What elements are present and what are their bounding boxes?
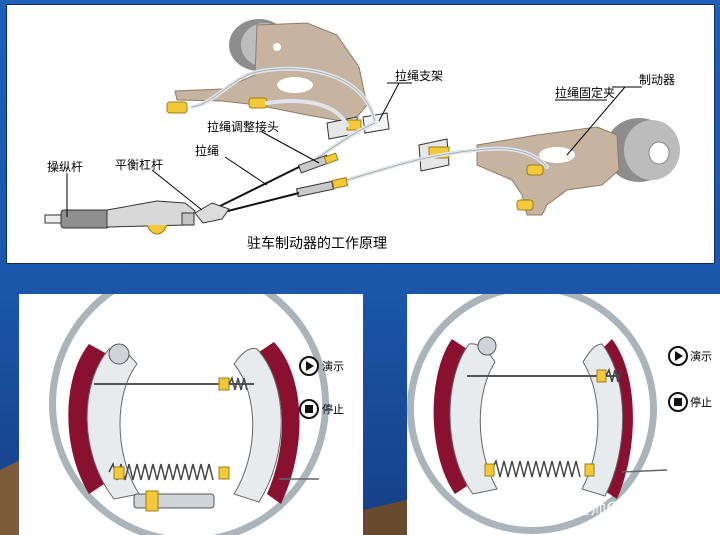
label-cable-bracket: 拉绳支架	[395, 68, 443, 83]
controls-left: 演示 停止	[299, 356, 344, 419]
left-clip-1	[166, 101, 188, 114]
spring-hook-left	[484, 463, 495, 477]
parking-cable-end	[621, 469, 668, 473]
upper-spring	[605, 367, 622, 383]
play-button[interactable]: 演示	[668, 346, 712, 366]
label-cable-clamp: 拉绳固定夹	[555, 85, 615, 100]
upper-spring	[228, 375, 248, 391]
parking-brake-diagram: 拉绳支架 制动器 拉绳固定夹 拉绳调整接头 拉绳 平衡杠杆 操纵杆 驻车制动器的…	[44, 19, 680, 252]
right-clip-1	[526, 164, 544, 176]
stop-icon	[305, 405, 313, 413]
parking-brake-diagram-panel: 拉绳支架 制动器 拉绳固定夹 拉绳调整接头 拉绳 平衡杠杆 操纵杆 驻车制动器的…	[6, 4, 715, 264]
label-cable-adjuster: 拉绳调整接头	[207, 119, 279, 134]
right-clip-2	[516, 199, 534, 211]
strut-nut	[596, 369, 607, 383]
right-plate-hole	[539, 147, 575, 163]
left-plate-hole	[277, 77, 313, 93]
black-cable-upper	[211, 166, 300, 211]
stop-label: 停止	[322, 402, 344, 416]
shoe-right	[233, 347, 282, 503]
lining-right	[259, 342, 300, 504]
spring-hook-right	[218, 466, 230, 480]
right-brake-drum	[605, 118, 680, 182]
hand-lever	[44, 200, 196, 235]
diagram-caption: 驻车制动器的工作原理	[247, 235, 387, 252]
drum-brake-applied-panel: 演示 停止 知乎 @工程师OnLine	[407, 294, 720, 535]
left-backing-plate	[174, 22, 368, 124]
lower-spring	[108, 461, 214, 481]
spring-hook-left	[113, 466, 125, 480]
stop-button[interactable]: 停止	[668, 392, 712, 412]
anchor-pin	[108, 343, 130, 365]
label-equalizer: 平衡杠杆	[115, 157, 163, 172]
label-brake: 制动器	[639, 73, 675, 87]
stop-label: 停止	[690, 395, 712, 409]
play-label: 演示	[690, 349, 712, 363]
left-plate-bolt	[273, 43, 281, 51]
spring-hook-right	[584, 463, 595, 477]
shoe-left	[86, 347, 140, 500]
play-button[interactable]: 演示	[299, 356, 344, 376]
play-icon	[675, 351, 683, 361]
play-label: 演示	[322, 359, 344, 373]
leader-lines	[66, 82, 642, 217]
label-cable: 拉绳	[195, 143, 219, 158]
cable-adjuster-2	[295, 177, 349, 198]
watermark: 知乎 @工程师OnLine	[499, 499, 666, 519]
left-clip-2	[248, 97, 268, 109]
drum-brake-released-panel: 演示 停止	[19, 294, 363, 535]
play-icon	[306, 361, 314, 371]
stop-button[interactable]: 停止	[299, 399, 344, 419]
lower-spring	[491, 458, 581, 478]
drum-brake-applied: 演示 停止 知乎 @工程师OnLine	[407, 294, 712, 534]
lining-right	[602, 339, 633, 499]
cable-adjuster-1	[297, 152, 339, 174]
right-backing-plate	[476, 126, 620, 216]
drum-brake-released	[49, 294, 329, 535]
stop-icon	[674, 398, 682, 406]
label-lever: 操纵杆	[47, 159, 83, 174]
equalizer-lever	[194, 202, 230, 224]
adjuster-wheel	[145, 490, 159, 512]
anchor-pin	[477, 336, 497, 356]
